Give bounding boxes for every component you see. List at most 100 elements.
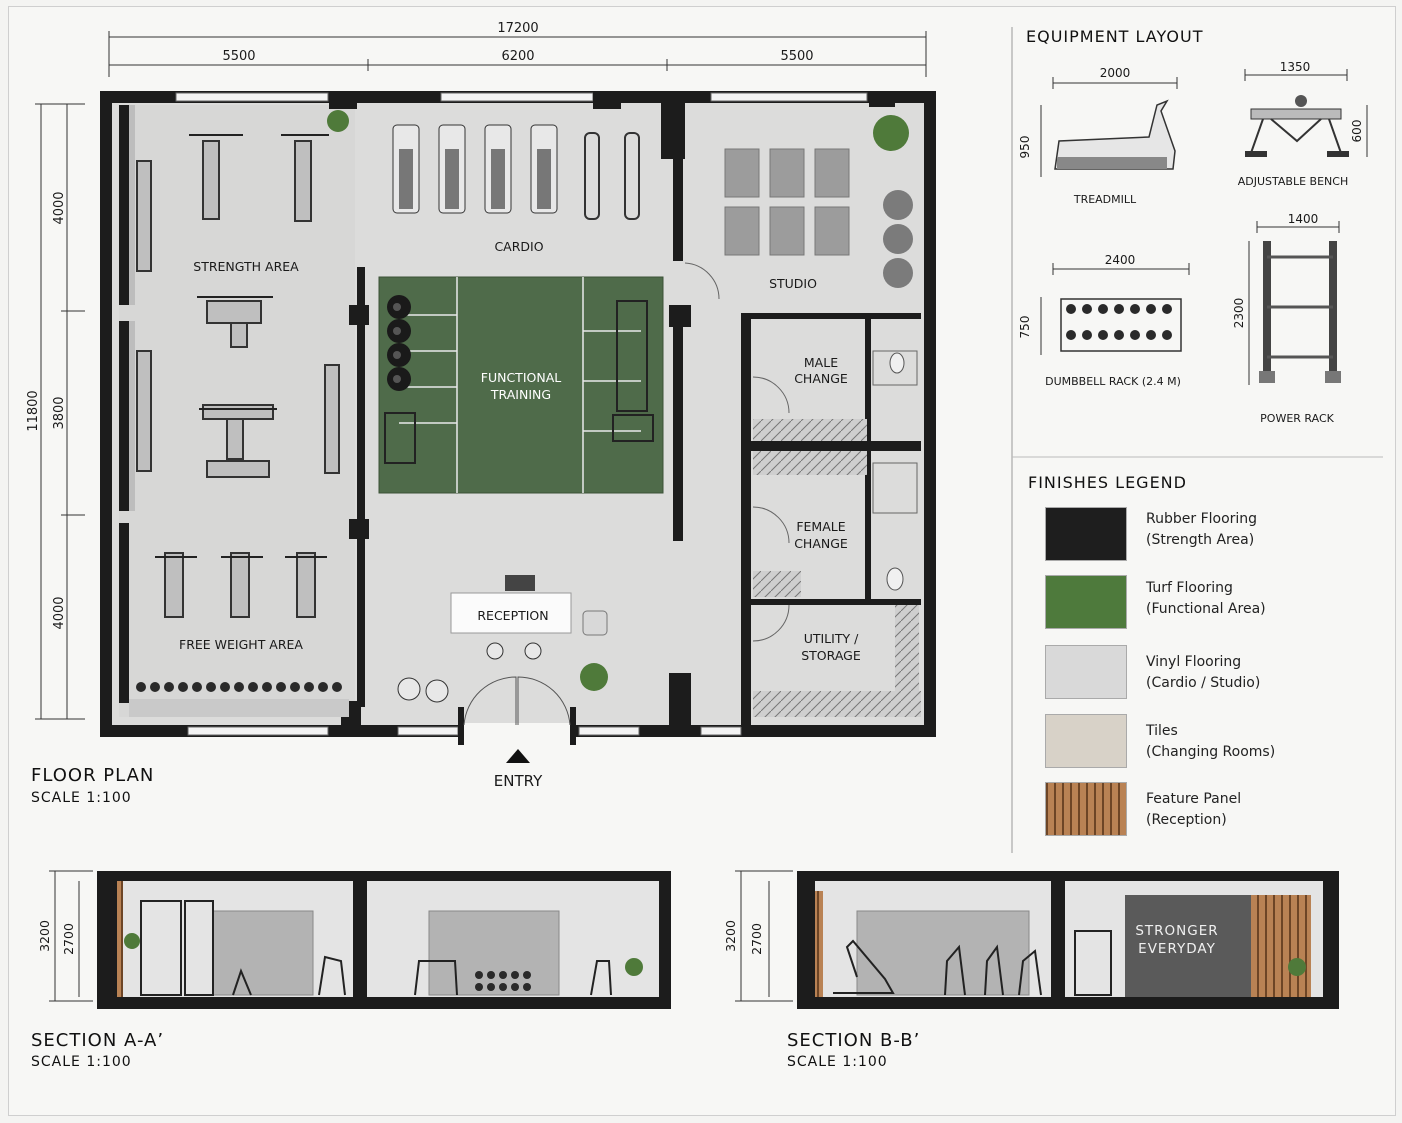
entry-opening — [461, 723, 573, 739]
reception-desk — [450, 592, 572, 634]
bikes — [584, 132, 640, 220]
room-label-free-weight: FREE WEIGHT AREA — [179, 637, 303, 652]
section-b-dim-outer: 3200 — [723, 920, 738, 952]
legend-label-3: Vinyl Flooring — [1146, 654, 1242, 670]
bench-label: ADJUSTABLE BENCH — [1238, 175, 1348, 188]
legend-label-1: Rubber Flooring — [1146, 511, 1258, 527]
strength-machines — [136, 140, 340, 618]
legend-sub-5: (Reception) — [1146, 812, 1227, 828]
section-a-title: SECTION A-A’ — [31, 1030, 165, 1051]
drawing-sheet: 17200 5500 6200 5500 11800 4000 3800 400… — [8, 6, 1396, 1116]
studio-door-swing — [684, 262, 720, 300]
room-label-strength: STRENGTH AREA — [193, 259, 299, 274]
shower — [889, 352, 905, 374]
dim-top-depth: 4000 — [52, 191, 67, 224]
power-rack-label: POWER RACK — [1260, 412, 1334, 425]
power-rack-height: 2300 — [1232, 298, 1246, 329]
left-dimension-lines — [35, 103, 85, 720]
treadmill-label: TREADMILL — [1073, 193, 1137, 206]
toilet — [886, 567, 904, 591]
feature-panel-swatch — [1045, 782, 1127, 836]
dim-middle-width: 6200 — [501, 49, 534, 64]
entry-arrow-icon — [506, 749, 530, 763]
room-label-female-2: CHANGE — [794, 536, 848, 551]
treadmill-width: 2000 — [1100, 66, 1131, 80]
section-b-scale: SCALE 1:100 — [787, 1054, 888, 1070]
section-a-dim-outer: 3200 — [37, 920, 52, 952]
legend-sub-2: (Functional Area) — [1146, 601, 1266, 617]
bench-height: 600 — [1350, 120, 1364, 143]
legend-label-5: Feature Panel — [1146, 791, 1242, 807]
bench-width: 1350 — [1280, 60, 1311, 74]
change-room-doors — [752, 350, 918, 642]
windows — [175, 92, 868, 736]
interior-walls — [119, 91, 921, 727]
dim-overall-width: 17200 — [497, 21, 538, 36]
slogan-line-2: EVERYDAY — [1138, 941, 1216, 957]
plant-icons — [327, 110, 909, 691]
dim-bottom-depth: 4000 — [52, 596, 67, 629]
dumbbell-shelf — [129, 699, 349, 717]
floor-plan-title: FLOOR PLAN — [31, 765, 155, 786]
turf-swatch — [1045, 575, 1127, 629]
bench-icon — [1244, 69, 1368, 157]
studio-mats — [724, 148, 850, 256]
entry-jamb-left — [458, 707, 464, 745]
turf-racks — [384, 300, 654, 464]
dim-overall-depth: 11800 — [26, 390, 41, 431]
power-rack-width: 1400 — [1288, 212, 1319, 226]
section-b-drawing — [735, 870, 1339, 1009]
section-a-dim-inner: 2700 — [61, 923, 76, 955]
finishes-legend-title: FINISHES LEGEND — [1028, 473, 1187, 492]
dim-middle-depth: 3800 — [52, 396, 67, 429]
equipment-layout-title: EQUIPMENT LAYOUT — [1026, 27, 1204, 46]
exercise-balls — [883, 190, 913, 288]
section-b-dim-inner: 2700 — [749, 923, 764, 955]
female-locker — [753, 571, 801, 597]
lounge-chair — [582, 610, 608, 636]
treadmill-icon — [1040, 77, 1178, 177]
room-label-male-1: MALE — [804, 355, 838, 370]
room-label-male-2: CHANGE — [794, 371, 848, 386]
section-b-title: SECTION B-B’ — [787, 1030, 921, 1051]
strength-wall-panel — [129, 105, 135, 305]
room-label-functional-2: TRAINING — [490, 387, 551, 402]
room-label-reception: RECEPTION — [477, 608, 548, 623]
slogan-line-1: STRONGER — [1135, 923, 1218, 939]
rubber-swatch — [1045, 507, 1127, 561]
bumper-plates — [387, 295, 411, 391]
dim-right-width: 5500 — [780, 49, 813, 64]
female-bench — [753, 451, 867, 475]
turf-area — [378, 276, 664, 494]
legend-label-2: Turf Flooring — [1146, 580, 1233, 596]
entry-label: ENTRY — [494, 772, 543, 790]
room-label-functional-1: FUNCTIONAL — [481, 370, 561, 385]
room-label-female-1: FEMALE — [796, 519, 845, 534]
legend-sub-4: (Changing Rooms) — [1146, 744, 1276, 760]
top-dimension-lines — [108, 31, 927, 77]
dumbbell-rack-width: 2400 — [1105, 253, 1136, 267]
dumbbell-row — [136, 682, 342, 692]
room-label-studio: STUDIO — [769, 276, 817, 291]
dim-left-width: 5500 — [222, 49, 255, 64]
legend-label-4: Tiles — [1146, 723, 1178, 739]
reception-chair — [505, 575, 535, 591]
legend-sub-3: (Cardio / Studio) — [1146, 675, 1261, 691]
utility-shelf-bottom — [753, 691, 921, 717]
dumbbell-rack-label: DUMBBELL RACK (2.4 M) — [1045, 375, 1181, 388]
vinyl-swatch — [1045, 645, 1127, 699]
floor-plan-scale: SCALE 1:100 — [31, 790, 132, 806]
section-a-scale: SCALE 1:100 — [31, 1054, 132, 1070]
section-a-drawing — [49, 870, 671, 1009]
legend-sub-1: (Strength Area) — [1146, 532, 1255, 548]
male-bench — [753, 419, 867, 441]
dumbbell-rack-icon — [1040, 263, 1190, 355]
entry-door-right-swing — [517, 676, 571, 726]
treadmills — [392, 124, 558, 214]
room-label-utility-2: STORAGE — [801, 648, 861, 663]
room-label-cardio: CARDIO — [494, 239, 543, 254]
room-labels: STRENGTH AREA CARDIO STUDIO FUNCTIONAL T… — [179, 239, 861, 663]
entry-door-left-swing — [463, 676, 517, 726]
middle-wall-panel — [129, 321, 135, 511]
